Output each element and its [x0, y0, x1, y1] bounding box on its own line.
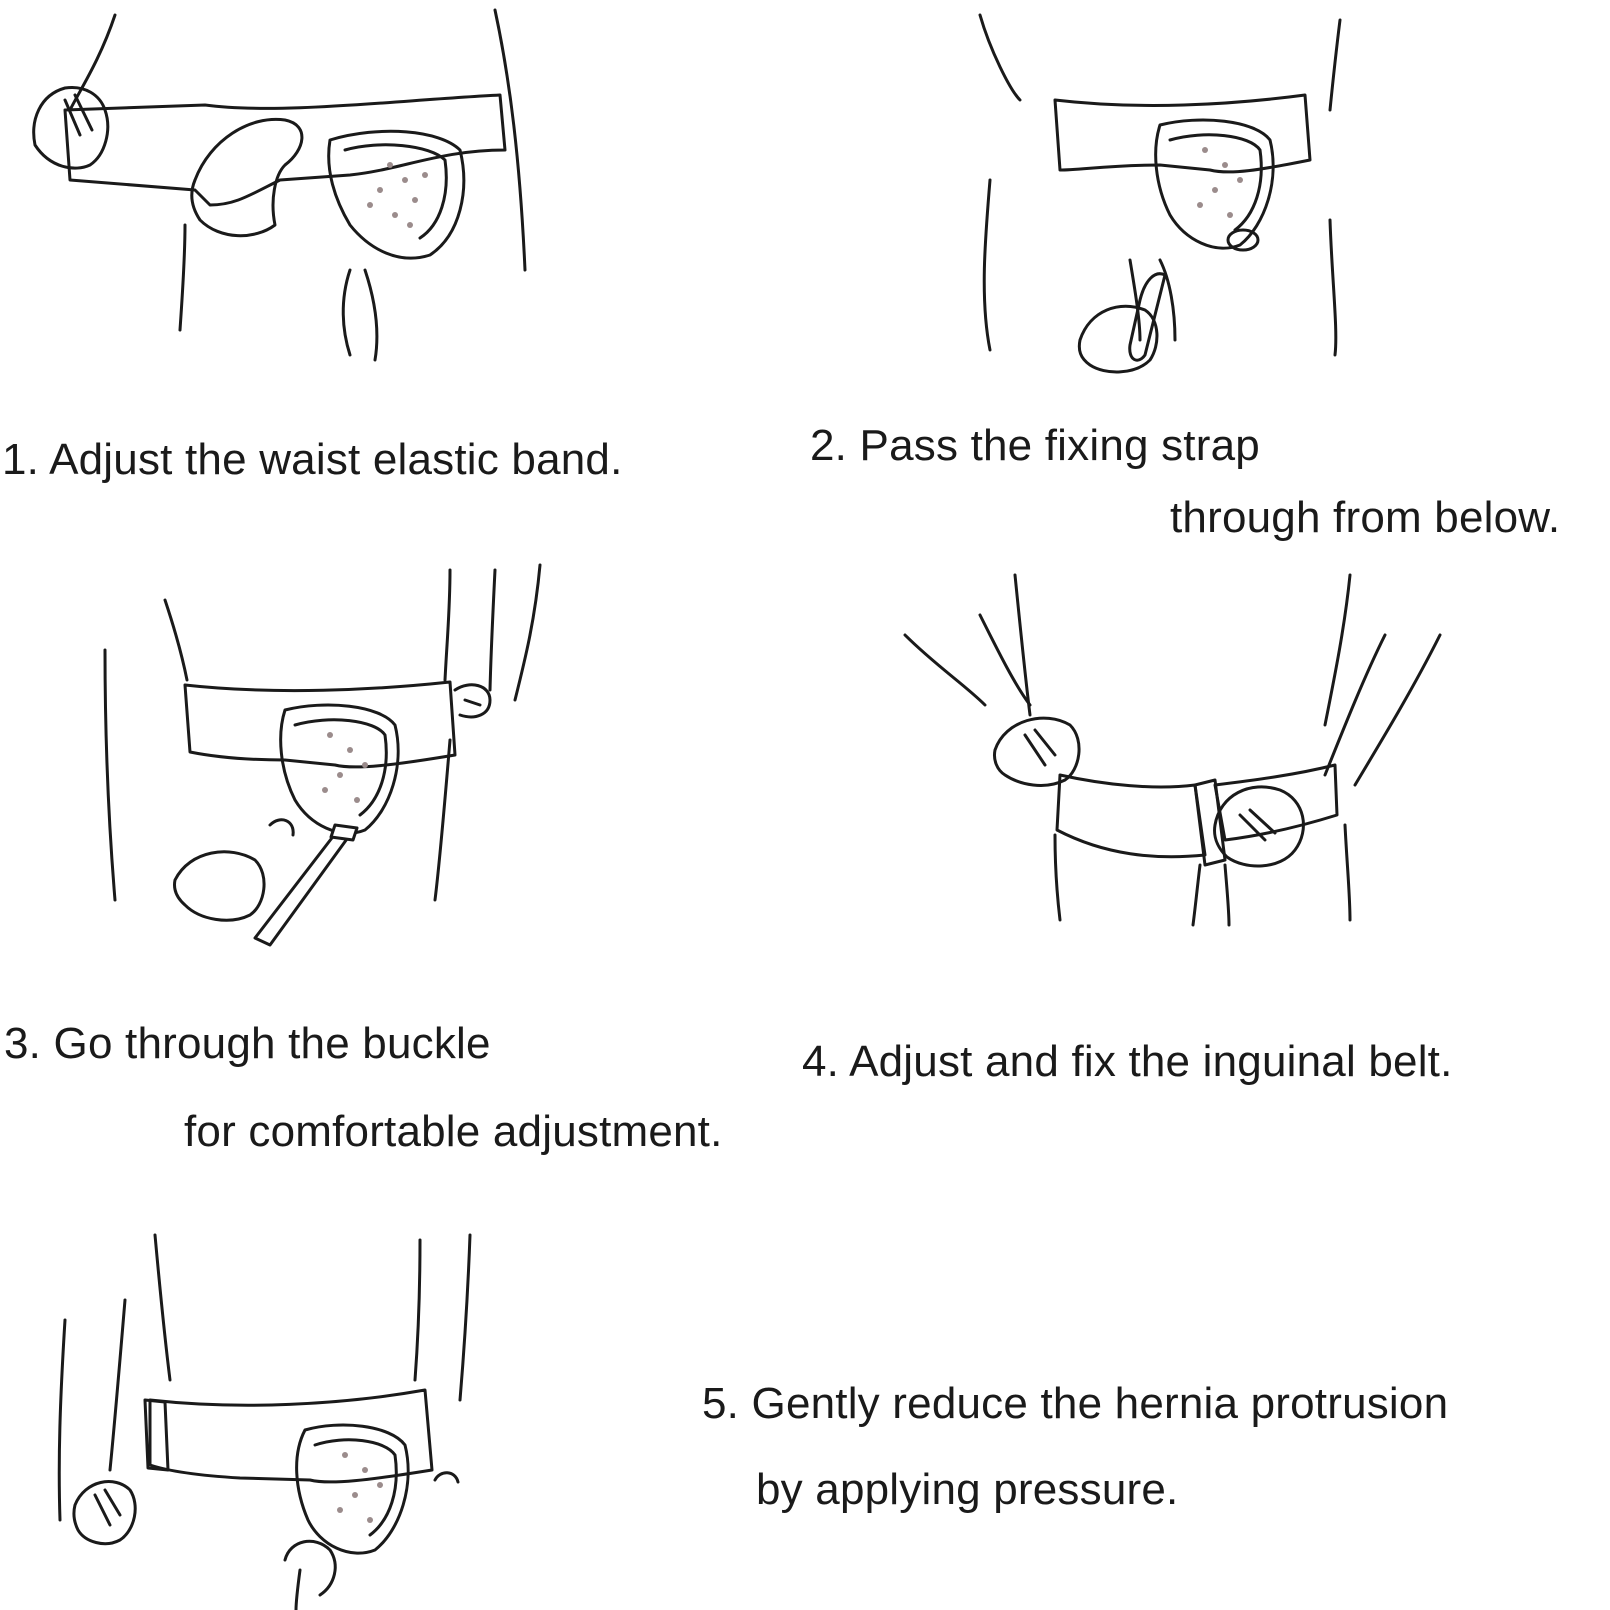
step5-label-line1: 5. Gently reduce the hernia protrusion	[702, 1379, 1449, 1428]
step5-label-line2: by applying pressure.	[756, 1465, 1179, 1514]
step1-illustration	[20, 0, 580, 380]
hernia-belt-waist-illustration	[32, 8, 527, 362]
step4-illustration	[903, 573, 1465, 935]
hernia-belt-reduce-illustration	[57, 1233, 472, 1610]
hernia-belt-buckle-illustration	[103, 563, 542, 947]
step2-illustration	[960, 0, 1380, 400]
step3-label-line2: for comfortable adjustment.	[184, 1107, 723, 1156]
step3-illustration	[95, 560, 575, 970]
step2-label-line1: 2. Pass the fixing strap	[810, 421, 1260, 470]
hernia-belt-fix-illustration	[903, 573, 1442, 927]
step3-label-line1: 3. Go through the buckle	[4, 1019, 491, 1068]
step2-label-line2: through from below.	[1170, 493, 1561, 542]
step1-label: 1. Adjust the waist elastic band.	[2, 435, 623, 484]
step4-label: 4. Adjust and fix the inguinal belt.	[802, 1037, 1453, 1086]
step5-illustration	[40, 1230, 510, 1610]
hernia-belt-strap-illustration	[978, 13, 1342, 374]
